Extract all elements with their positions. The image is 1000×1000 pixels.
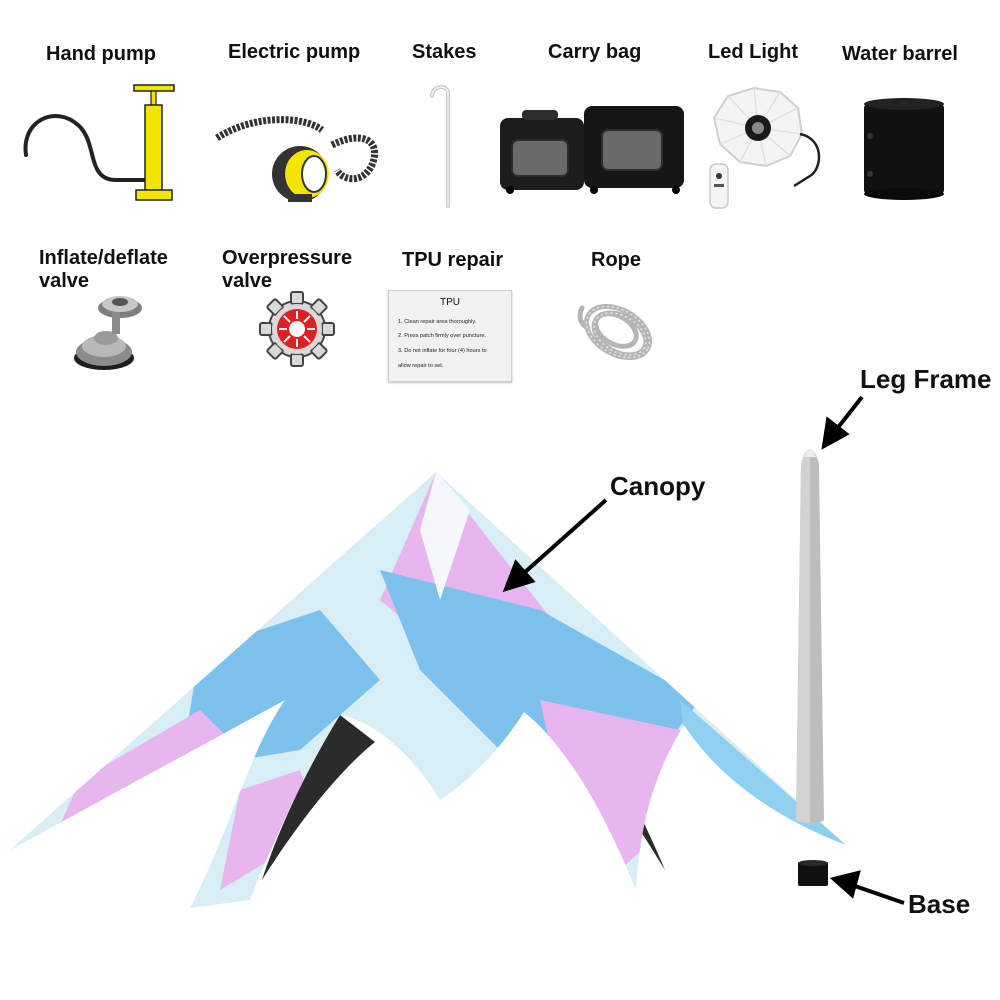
base-image: [796, 858, 830, 888]
leg-frame-label: Leg Frame: [860, 364, 992, 394]
leg-frame-arrowhead: [821, 416, 850, 450]
tpu-repair-label: TPU repair: [402, 249, 504, 271]
stakes-label: Stakes: [412, 41, 477, 63]
leg-frame-arrow-line: [834, 395, 864, 432]
tpu-card-line: 1. Clean repair area thoroughly.: [398, 319, 477, 325]
leg-frame-image: [790, 447, 830, 825]
base-label: Base: [908, 889, 971, 919]
tpu-card-title: TPU: [440, 297, 460, 308]
rope-image: [574, 294, 660, 370]
hand-pump-label: Hand pump: [46, 43, 156, 65]
water-barrel-image: [862, 96, 946, 200]
water-barrel-label: Water barrel: [842, 43, 958, 65]
electric-pump-image: [212, 110, 392, 210]
rope-label: Rope: [591, 249, 641, 271]
tpu-card-line: 2. Press patch firmly over puncture.: [398, 333, 486, 339]
canopy-label: Canopy: [610, 471, 706, 501]
carry-bag-image: [498, 100, 688, 196]
stake-image: [424, 82, 464, 210]
inflate-valve-label-line2: valve: [39, 270, 90, 292]
inflate-deflate-valve-image: [68, 286, 154, 376]
tpu-card-line: 3. Do not inflate for four (4) hours to: [398, 348, 487, 354]
electric-pump-label: Electric pump: [228, 41, 361, 63]
overpressure-valve-label-line2: valve: [222, 270, 273, 292]
led-light-image: [700, 84, 830, 214]
hand-pump-image: [16, 80, 186, 210]
tpu-repair-card: TPU 1. Clean repair area thoroughly. 2. …: [388, 290, 512, 382]
led-light-label: Led Light: [708, 41, 798, 63]
inflate-valve-label-line1: Inflate/deflate: [39, 247, 168, 269]
overpressure-valve-label-line1: Overpressure: [222, 247, 353, 269]
canopy-image: [0, 450, 1000, 930]
tpu-card-line: allow repair to set.: [398, 363, 444, 369]
carry-bag-label: Carry bag: [548, 41, 642, 63]
overpressure-valve-image: [258, 290, 336, 368]
